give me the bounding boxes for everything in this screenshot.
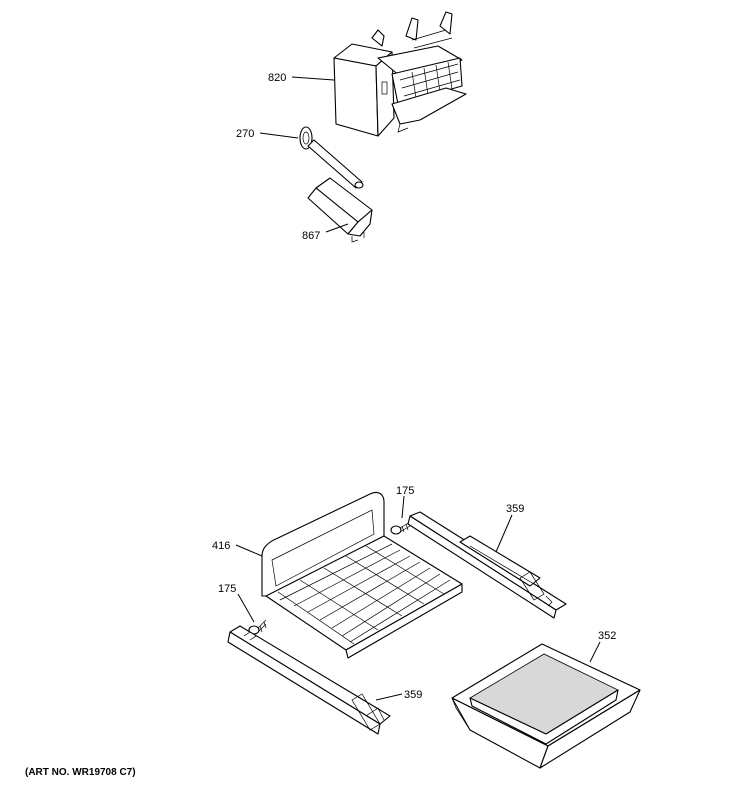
slide-rail-left: 359 — [227, 625, 422, 735]
screw-lower: 175 — [218, 583, 267, 635]
callout-867: 867 — [302, 230, 320, 242]
screw-upper: 175 — [390, 485, 414, 535]
callout-820: 820 — [268, 72, 286, 84]
callout-416: 416 — [212, 540, 230, 552]
fill-tube: 270 — [236, 126, 364, 189]
art-number: (ART NO. WR19708 C7) — [25, 767, 136, 778]
bin: 352 — [451, 630, 641, 769]
callout-359-right: 359 — [506, 503, 524, 515]
callout-359-left: 359 — [404, 689, 422, 701]
ice-maker-assembly: 820 — [268, 11, 467, 137]
bracket: 867 — [302, 177, 373, 243]
callout-175-lower: 175 — [218, 583, 236, 595]
slide-rail-right: 359 — [407, 503, 567, 619]
pan-shelf: 416 — [212, 491, 463, 659]
callout-352: 352 — [598, 630, 616, 642]
callout-270: 270 — [236, 128, 254, 140]
callout-175-upper: 175 — [396, 485, 414, 497]
